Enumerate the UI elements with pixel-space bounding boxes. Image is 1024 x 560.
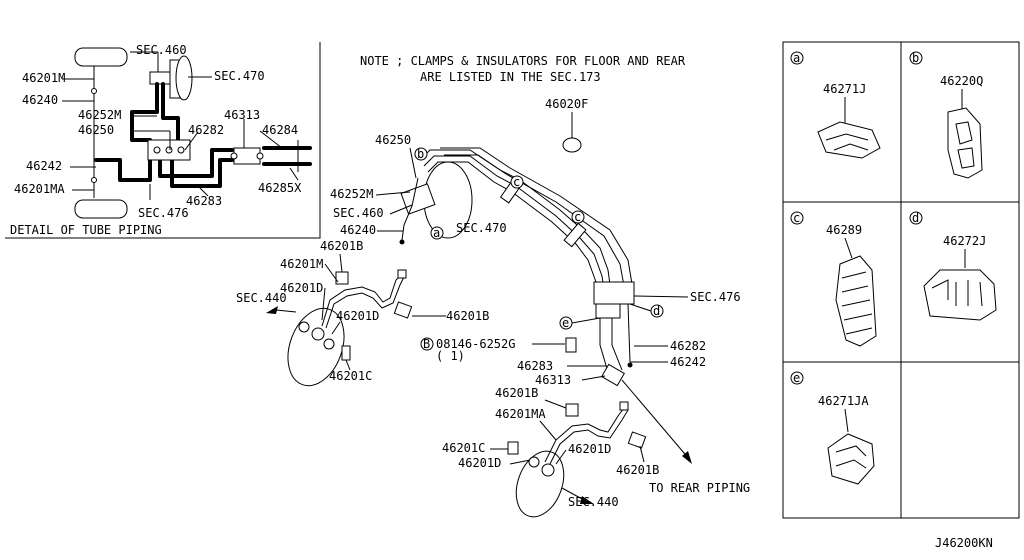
washer-3 [323, 338, 335, 350]
label-sec476: SEC.476 [690, 290, 741, 304]
label-46240: 46240 [340, 223, 376, 237]
label-bolt: 08146-6252G [436, 337, 515, 351]
label-46201d-2: 46201D [336, 309, 379, 323]
rear-hose-assembly: 46201B 46201MA 46201C 46201D 46201D SEC.… [442, 386, 659, 518]
booster-disc [175, 55, 193, 101]
detail-label-46201m: 46201M [22, 71, 65, 85]
detail-label-46240: 46240 [22, 93, 58, 107]
detail-label-46250: 46250 [78, 123, 114, 137]
detail-inset: SEC.460 46201M SEC.470 46240 46252M 4625… [5, 42, 321, 239]
diagram-code: J46200KN [935, 536, 993, 550]
main-assembly: 46020F b a c c [330, 97, 750, 495]
label-46201d-3: 46201D [458, 456, 501, 470]
label-46020f: 46020F [545, 97, 588, 111]
table-letter-b: b [912, 51, 919, 65]
reservoir-top [74, 47, 128, 67]
callout-a-main: a [433, 226, 440, 240]
label-46201c-1: 46201C [329, 369, 372, 383]
detail-caption: DETAIL OF TUBE PIPING [10, 223, 162, 237]
reservoir-bottom [74, 199, 128, 219]
clip-46201b-4 [627, 431, 647, 449]
detail-label-sec470: SEC.470 [214, 69, 265, 83]
front-hose-assembly: 46201B 46201M 46201D SEC.440 46201D 4620… [236, 239, 489, 387]
label-bolt-qty: ( 1) [436, 349, 465, 363]
table-letter-e: e [793, 371, 800, 385]
connector-46313-main [601, 363, 625, 387]
label-46201b-1: 46201B [320, 239, 363, 253]
detail-label-46252m: 46252M [78, 108, 121, 122]
grommet-46020f [562, 137, 582, 153]
label-46283: 46283 [517, 359, 553, 373]
clamp-46289 [835, 255, 877, 347]
label-46242: 46242 [670, 355, 706, 369]
label-46201d-1: 46201D [280, 281, 323, 295]
bolt-08146 [565, 337, 577, 353]
table-letter-d: d [912, 211, 919, 225]
clamp-parts-table: a 46271J b 46220Q c 46289 d 46272J e 462… [782, 41, 1020, 519]
detail-label-46313: 46313 [224, 108, 260, 122]
label-46201c-2: 46201C [442, 441, 485, 455]
washer-4 [528, 456, 540, 468]
label-46201d-4: 46201D [568, 442, 611, 456]
label-46282: 46282 [670, 339, 706, 353]
detail-border [5, 42, 321, 239]
label-46252m: 46252M [330, 187, 373, 201]
table-part-46220q: 46220Q [940, 74, 983, 88]
label-46313: 46313 [535, 373, 571, 387]
table-letter-a: a [793, 51, 800, 65]
clip-46201b-3 [565, 403, 579, 417]
callout-e-main: e [562, 316, 569, 330]
detail-label-46285x: 46285X [258, 181, 302, 195]
detail-label-46284: 46284 [262, 123, 298, 137]
clip-46201b-2 [393, 301, 413, 319]
table-part-46272j: 46272J [943, 234, 986, 248]
label-46250: 46250 [375, 133, 411, 147]
label-sec440-2: SEC.440 [568, 495, 619, 509]
detail-label-46282: 46282 [188, 123, 224, 137]
clamp-46271ja [827, 433, 875, 485]
washer-2 [311, 327, 325, 341]
washer-1 [298, 321, 310, 333]
master-cylinder [149, 71, 171, 85]
bolt-46201c-1 [341, 345, 351, 361]
callout-b-main: b [417, 147, 424, 161]
label-46201m: 46201M [280, 257, 323, 271]
detail-label-46201ma: 46201MA [14, 182, 65, 196]
table-part-46271j: 46271J [823, 82, 866, 96]
junction-block-sec476 [593, 281, 635, 305]
label-46201ma: 46201MA [495, 407, 546, 421]
table-part-46271ja: 46271JA [818, 394, 869, 408]
clamp-46272j [923, 269, 997, 321]
label-sec440-1: SEC.440 [236, 291, 287, 305]
label-sec470: SEC.470 [456, 221, 507, 235]
master-cylinder-main [400, 183, 436, 215]
connector-46313 [233, 147, 261, 165]
label-46201b-4: 46201B [616, 463, 659, 477]
bolt-46201c-2 [507, 441, 519, 455]
detail-label-46242: 46242 [26, 159, 62, 173]
detail-label-sec460: SEC.460 [136, 43, 187, 57]
note-line-1: NOTE ; CLAMPS & INSULATORS FOR FLOOR AND… [360, 54, 686, 68]
clip-46201b-1 [335, 271, 349, 285]
table-letter-c: c [793, 211, 800, 225]
callout-d-main: d [653, 304, 660, 318]
label-to-rear-piping: TO REAR PIPING [649, 481, 750, 495]
callout-bolt-b: B [423, 337, 430, 351]
label-sec460: SEC.460 [333, 206, 384, 220]
table-part-46289: 46289 [826, 223, 862, 237]
detail-label-46283: 46283 [186, 194, 222, 208]
note-line-2: ARE LISTED IN THE SEC.173 [420, 70, 601, 84]
detail-label-sec476: SEC.476 [138, 206, 189, 220]
label-46201b-3: 46201B [495, 386, 538, 400]
washer-5 [541, 463, 555, 477]
label-46201b-2: 46201B [446, 309, 489, 323]
callout-c-main-1: c [513, 175, 520, 189]
callout-c-main-2: c [574, 210, 581, 224]
